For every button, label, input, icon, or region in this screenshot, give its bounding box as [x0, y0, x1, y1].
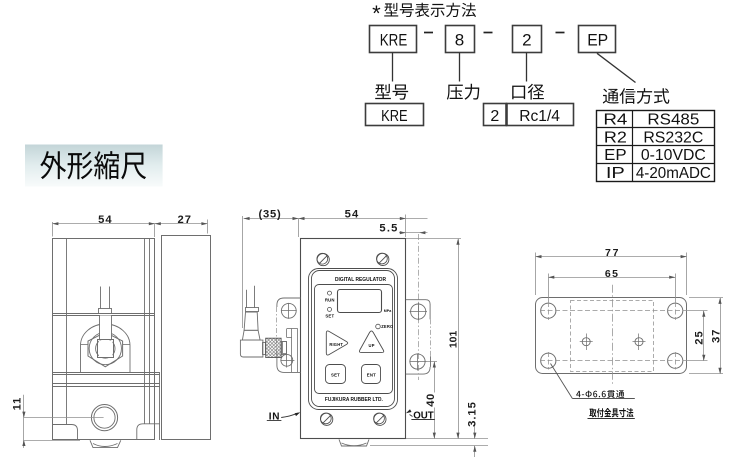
svg-text:R4: R4: [603, 112, 628, 129]
svg-text:KRE: KRE: [381, 108, 408, 125]
svg-text:37: 37: [710, 329, 722, 343]
svg-text:2: 2: [490, 108, 499, 125]
svg-text:IN: IN: [269, 412, 281, 423]
svg-text:KRE: KRE: [380, 31, 408, 50]
svg-text:11: 11: [12, 397, 24, 411]
svg-text:77: 77: [605, 247, 620, 259]
svg-text:8: 8: [455, 31, 464, 50]
svg-text:0-10VDC: 0-10VDC: [641, 147, 706, 164]
svg-text:DIGITAL REGULATOR: DIGITAL REGULATOR: [335, 277, 386, 283]
svg-text:54: 54: [98, 214, 113, 226]
svg-text:(35): (35): [258, 208, 281, 220]
svg-text:4-20mADC: 4-20mADC: [636, 165, 711, 182]
svg-text:101: 101: [447, 330, 459, 348]
svg-text:54: 54: [345, 208, 360, 220]
svg-text:65: 65: [605, 268, 620, 280]
svg-text:FUJIKURA RUBBER LTD.: FUJIKURA RUBBER LTD.: [325, 397, 384, 403]
svg-text:SET: SET: [331, 372, 340, 377]
svg-text:RS485: RS485: [647, 112, 699, 129]
svg-text:MPa: MPa: [384, 309, 392, 313]
svg-text:RUN: RUN: [325, 297, 335, 302]
svg-text:25: 25: [694, 330, 706, 344]
svg-text:RS232C: RS232C: [643, 129, 703, 146]
svg-text:R2: R2: [604, 129, 627, 146]
svg-text:ZERO: ZERO: [381, 324, 394, 329]
svg-text:3.15: 3.15: [466, 401, 478, 427]
svg-text:Rc1/4: Rc1/4: [519, 108, 560, 125]
svg-text:EP: EP: [604, 147, 627, 164]
svg-text:40: 40: [425, 393, 437, 406]
svg-text:27: 27: [177, 214, 192, 226]
svg-text:5.5: 5.5: [379, 223, 398, 235]
svg-text:EP: EP: [587, 31, 608, 50]
svg-text:OUT: OUT: [413, 411, 434, 422]
svg-text:UP: UP: [369, 343, 375, 348]
svg-text:2: 2: [522, 31, 531, 50]
svg-text:*: *: [372, 1, 381, 26]
svg-text:SET: SET: [325, 313, 334, 318]
svg-text:RIGHT: RIGHT: [329, 342, 343, 347]
svg-text:IP: IP: [606, 165, 625, 182]
svg-text:ENT: ENT: [367, 372, 376, 377]
